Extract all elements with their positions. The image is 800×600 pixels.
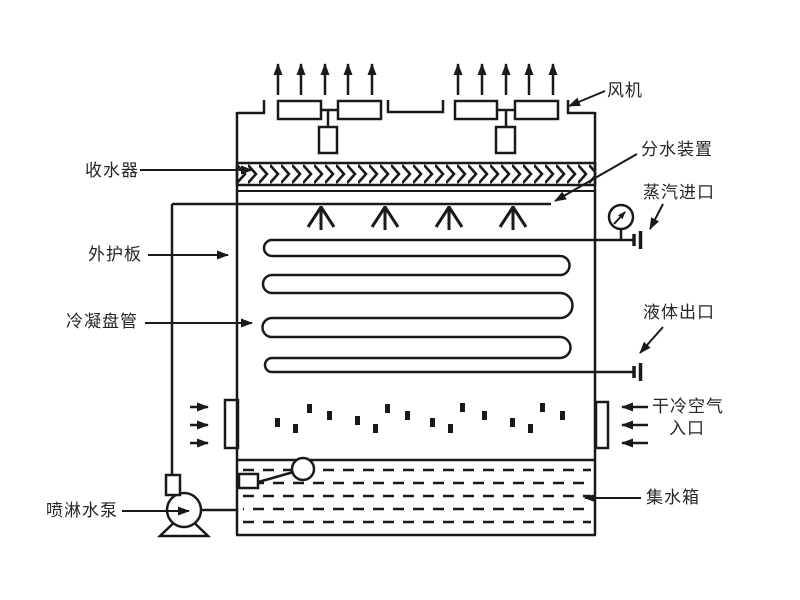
fan-motor	[494, 125, 517, 155]
air-inlet-arrows-right	[621, 402, 648, 448]
float-valve	[237, 456, 316, 490]
leader-arrows	[122, 90, 664, 516]
label-liquid-outlet: 液体出口	[643, 303, 715, 322]
fan-leader	[568, 90, 606, 107]
liquid-outlet-leader	[639, 326, 664, 354]
liquid-outlet-flange	[632, 363, 643, 381]
drift-eliminator-band	[235, 161, 597, 192]
fan-exhaust-arrows-left	[273, 63, 377, 95]
label-drift-eliminator: 收水器	[85, 161, 139, 180]
basin-water-dashes	[243, 468, 591, 524]
steam-inlet-leader	[649, 203, 664, 230]
fan-exhaust-arrows-right	[453, 63, 558, 95]
water-distributor-leader	[554, 153, 638, 202]
condenser-coil-serpentine	[261, 238, 633, 374]
label-steam-inlet: 蒸汽进口	[643, 183, 715, 202]
steam-inlet-flange	[632, 231, 643, 249]
label-condenser-coil: 冷凝盘管	[66, 312, 138, 331]
fan-housing	[453, 99, 499, 121]
spray-pump-assembly	[156, 204, 237, 538]
fan-housing	[513, 99, 560, 121]
label-casing-panel: 外护板	[88, 245, 142, 264]
fan-motor	[317, 125, 339, 155]
fan-housing	[276, 99, 323, 121]
label-spray-pump: 喷淋水泵	[46, 501, 118, 520]
fan-assembly-right	[453, 63, 560, 155]
label-dry-air-inlet-line1: 干冷空气	[652, 397, 724, 416]
water-droplets	[275, 403, 565, 433]
air-inlet-louver-right	[594, 400, 610, 450]
fan-assembly-left	[273, 63, 383, 155]
label-dry-air-inlet-line2: 入口	[669, 419, 705, 438]
pressure-gauge	[607, 203, 635, 241]
label-fan: 风机	[607, 81, 643, 100]
water-basin	[237, 458, 595, 524]
fan-housing	[336, 99, 383, 121]
label-water-distributor: 分水装置	[641, 140, 713, 159]
float-ball	[290, 456, 316, 482]
spray-nozzles	[306, 206, 528, 230]
label-water-basin: 集水箱	[646, 488, 700, 507]
pump-discharge	[164, 473, 182, 497]
air-inlet-arrows-left	[190, 402, 209, 448]
